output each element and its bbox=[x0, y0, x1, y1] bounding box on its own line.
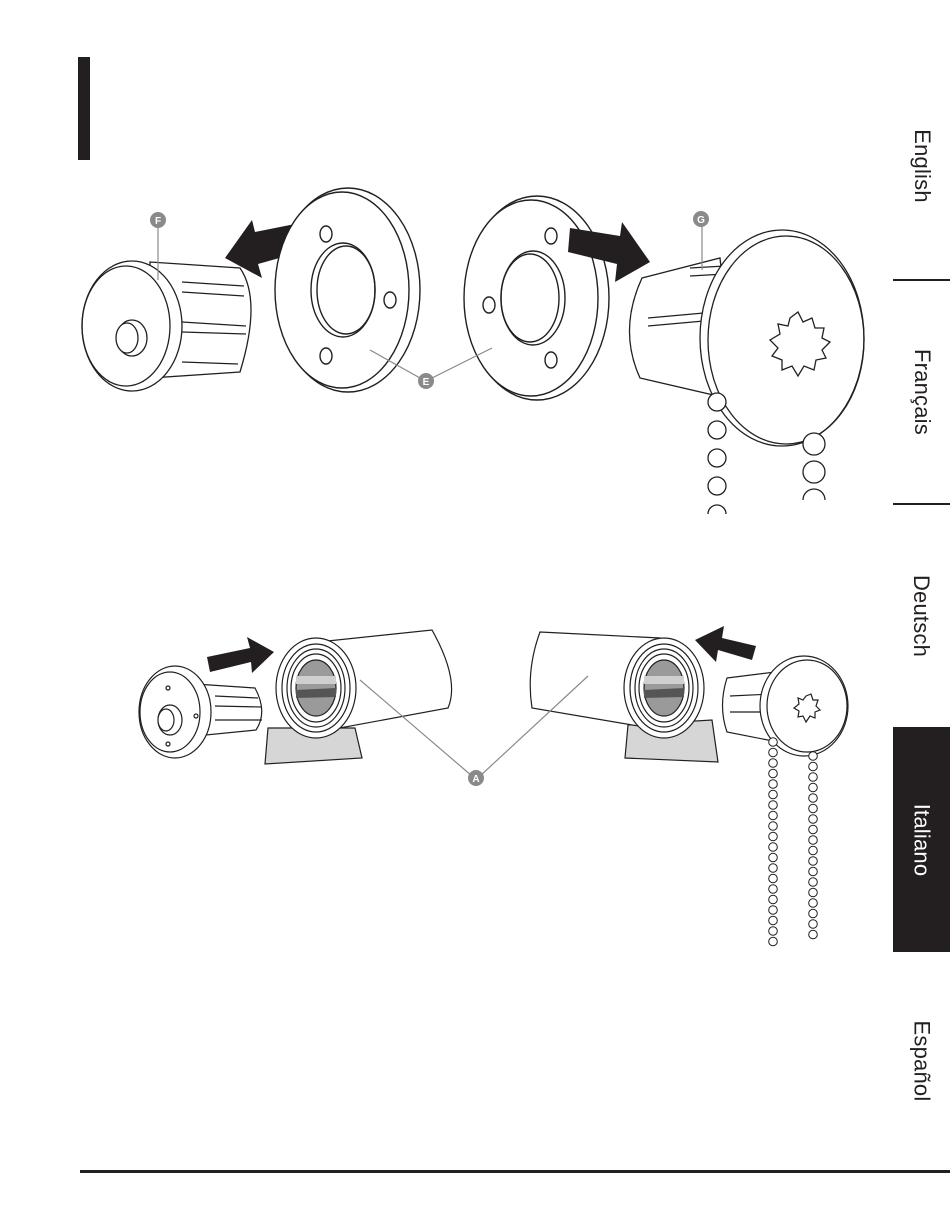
bead-chain-bottom bbox=[769, 738, 818, 946]
chain-bead bbox=[769, 895, 778, 904]
tab-italiano[interactable]: Italiano bbox=[893, 727, 950, 952]
chain-bead bbox=[809, 762, 818, 771]
chain-bead bbox=[809, 815, 818, 824]
assembly-illustration: F G E A bbox=[0, 0, 890, 1170]
tab-label: Deutsch bbox=[909, 575, 935, 657]
chain-bead bbox=[769, 759, 778, 768]
roller-tube-left bbox=[265, 630, 452, 764]
chain-bead bbox=[809, 773, 818, 782]
chain-bead bbox=[769, 885, 778, 894]
footer-rule bbox=[80, 1170, 950, 1173]
chain-bead bbox=[809, 752, 818, 761]
arrow-right-bottom bbox=[207, 637, 274, 673]
tab-francais[interactable]: Français bbox=[893, 281, 950, 503]
chain-bead bbox=[809, 867, 818, 876]
chain-bead bbox=[769, 738, 778, 747]
callout-g: G bbox=[693, 211, 709, 227]
language-tab-bar: English Français Deutsch Italiano Españo… bbox=[893, 55, 950, 1170]
chain-bead bbox=[769, 790, 778, 799]
chain-bead bbox=[769, 937, 778, 946]
chain-bead bbox=[769, 906, 778, 915]
chain-bead bbox=[809, 825, 818, 834]
chain-bead bbox=[769, 780, 778, 789]
chain-bead bbox=[769, 927, 778, 936]
bracket-e-left bbox=[275, 188, 420, 392]
chain-bead bbox=[809, 804, 818, 813]
end-plug-bottom-left bbox=[139, 666, 262, 758]
tab-label: Italiano bbox=[909, 803, 935, 876]
chain-bead bbox=[769, 811, 778, 820]
chain-bead bbox=[809, 888, 818, 897]
callout-f: F bbox=[150, 212, 166, 228]
chain-bead bbox=[809, 857, 818, 866]
chain-bead bbox=[769, 748, 778, 757]
chain-bead bbox=[769, 874, 778, 883]
tab-label: Español bbox=[909, 1021, 935, 1102]
chain-bead bbox=[809, 794, 818, 803]
chain-bead bbox=[769, 822, 778, 831]
callout-a: A bbox=[468, 770, 484, 786]
chain-bead bbox=[809, 930, 818, 939]
tab-deutsch[interactable]: Deutsch bbox=[893, 505, 950, 727]
chain-bead bbox=[769, 864, 778, 873]
svg-text:G: G bbox=[697, 215, 705, 226]
tab-label: Français bbox=[909, 349, 935, 435]
tab-label: English bbox=[909, 129, 935, 203]
bracket-e-right bbox=[464, 196, 609, 400]
chain-bead bbox=[769, 843, 778, 852]
tab-english[interactable]: English bbox=[893, 55, 950, 277]
chain-bead bbox=[769, 832, 778, 841]
chain-bead bbox=[809, 783, 818, 792]
svg-text:F: F bbox=[155, 216, 161, 227]
chain-bead bbox=[769, 769, 778, 778]
chain-bead bbox=[809, 909, 818, 918]
chain-bead bbox=[809, 899, 818, 908]
callout-e: E bbox=[418, 373, 434, 389]
arrow-left-bottom bbox=[695, 626, 756, 662]
control-unit-bottom-right bbox=[723, 656, 849, 756]
end-plug-f bbox=[82, 261, 251, 391]
control-unit-g bbox=[629, 230, 864, 446]
chain-bead bbox=[809, 878, 818, 887]
svg-text:E: E bbox=[423, 377, 430, 388]
chain-bead bbox=[809, 836, 818, 845]
chain-bead bbox=[809, 846, 818, 855]
roller-tube-right bbox=[530, 632, 718, 762]
chain-bead bbox=[769, 853, 778, 862]
svg-text:A: A bbox=[472, 774, 479, 785]
tab-espanol[interactable]: Español bbox=[893, 952, 950, 1170]
chain-bead bbox=[809, 920, 818, 929]
chain-bead bbox=[769, 801, 778, 810]
chain-bead bbox=[769, 916, 778, 925]
